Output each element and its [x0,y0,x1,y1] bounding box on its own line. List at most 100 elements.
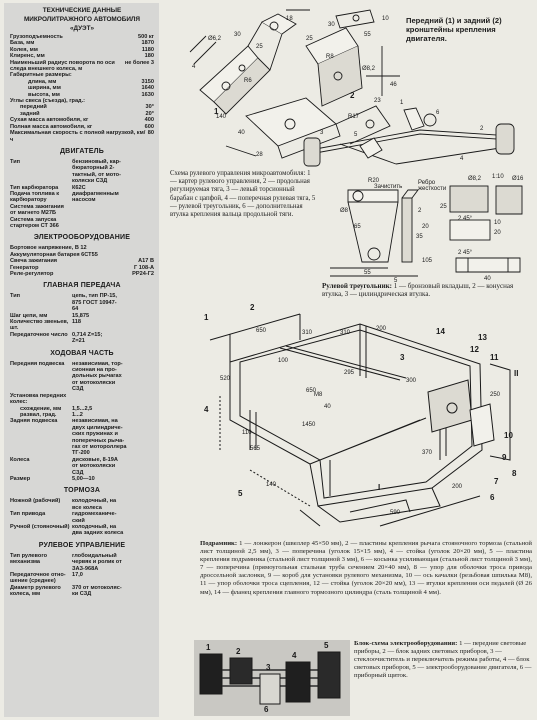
svg-text:Зачистить: Зачистить [374,184,402,190]
svg-text:650: 650 [256,328,267,334]
spec-value: 3150 [141,78,154,85]
spec-value: цепь, тип ПР-15, 875 ГОСТ 10947- 64 [72,293,117,313]
spec-value: 600 [144,123,154,130]
svg-text:200: 200 [376,326,387,332]
steering-scheme-caption: Схема рулевого управления микроавтомобил… [170,170,316,219]
spec-row: Количество звеньев, шт.118 [10,319,154,332]
svg-text:4: 4 [460,156,464,162]
svg-text:R6: R6 [244,78,252,84]
svg-text:5: 5 [354,132,358,138]
spec-key: Колея, мм [10,46,38,53]
svg-text:23: 23 [374,98,381,104]
svg-text:2 45°: 2 45° [458,216,473,222]
svg-text:300: 300 [406,378,417,384]
svg-text:30: 30 [234,32,241,38]
spec-value: 370 от мотоколяс- ки СЗД [72,584,122,598]
brackets-caption: Передний (1) и задний (2) кронштейны кре… [406,16,502,43]
electrical-caption-title: Блок-схема электрооборудования: [354,640,458,647]
spec-row: Габаритные размеры: [10,72,154,78]
svg-text:М8: М8 [314,392,323,398]
svg-text:10: 10 [382,16,389,22]
spec-key: высота, мм [28,91,60,98]
spec-row: Максимальная скорость с полной нагрузкой… [10,130,154,143]
spec-value: независимая, тор- сионная на про- дольны… [72,360,123,393]
spec-value: 5,00—10 [72,475,95,482]
spec-title-line3: «ДУЭТ» [69,25,95,32]
spec-key: Система зажигания от магнето М27Б [10,203,64,217]
section-title-chassis: ХОДОВАЯ ЧАСТЬ [50,349,114,357]
spec-key: Сухая масса автомобиля, кг [10,117,89,124]
section-title-steering: РУЛЕВОЕ УПРАВЛЕНИЕ [38,541,126,549]
svg-text:R17: R17 [348,114,360,120]
svg-text:35: 35 [416,234,423,240]
spec-key: Свеча зажигания [10,258,58,265]
spec-row: Система запуска стартером СТ 366 [10,217,154,230]
spec-value: 1640 [141,85,154,92]
svg-text:14: 14 [436,327,445,336]
svg-text:2 45°: 2 45° [458,250,473,256]
svg-text:140: 140 [266,482,277,488]
spec-title-line2: МИКРОЛИТРАЖНОГО АВТОМОБИЛЯ [23,16,140,23]
spec-value: 15,875 [72,312,90,319]
electrical-caption-body: 1 — передние световые приборы, 2 — блок … [354,640,532,680]
spec-row: Генератор Г 108-А [10,265,154,271]
svg-text:650: 650 [306,388,317,394]
svg-text:20: 20 [494,230,501,236]
spec-value: Г 108-А [134,264,154,271]
spec-row: Наименьший радиус поворота по оси следа … [10,60,154,73]
svg-text:1:10: 1:10 [492,174,504,180]
spec-key: Наименьший радиус поворота по оси следа … [10,59,115,73]
electrical-caption: Блок-схема электрооборудования: 1 — пере… [354,640,532,680]
spec-key: Габаритные размеры: [10,72,72,79]
spec-row: Углы свеса (съезда), град.: [10,98,154,104]
spec-value: колодочный, на все колеса [72,498,117,511]
spec-value: не более 3 [124,59,154,66]
spec-key: развал, град. [20,411,57,418]
svg-text:3: 3 [400,353,405,362]
svg-text:Ребро: Ребро [418,180,436,186]
spec-value: бензиновый, кар- бюраторный 2- тактный, … [72,158,121,185]
spec-value: 0,714 Z=15; Z=21 [72,331,103,345]
svg-text:100: 100 [278,358,289,364]
svg-text:10: 10 [494,220,501,226]
svg-text:4: 4 [292,651,297,660]
svg-text:140: 140 [216,114,227,120]
spec-value: диафрагменным насосом [72,190,119,204]
svg-text:310: 310 [302,330,313,336]
spec-value: колодочный, на два задних колеса [72,524,124,537]
svg-text:6: 6 [490,493,495,502]
spec-value: 1,5...2,5 [72,405,93,412]
spec-key: Генератор [10,264,39,271]
spec-key: схождение, мм [20,405,62,412]
svg-text:46: 46 [390,82,397,88]
svg-text:110: 110 [242,430,252,436]
svg-text:25: 25 [306,36,313,42]
spec-key: Тип рулевого механизма [10,552,48,566]
svg-text:18: 18 [286,16,293,22]
spec-value: 180 [144,53,154,60]
spec-row: Шаг цепи, мм 15,875 [10,313,154,319]
spec-key: Система запуска стартером СТ 366 [10,216,59,229]
spec-key: Задняя подвеска [10,418,58,425]
svg-text:250: 250 [490,392,501,398]
svg-text:565: 565 [250,446,261,452]
subframe-caption: Подрамник: 1 — лонжерон (швеллер 45×50 м… [200,540,532,597]
svg-text:I: I [378,483,380,492]
spec-key: Шаг цепи, мм [10,312,48,319]
svg-text:4: 4 [192,64,196,70]
spec-row: Ручной (стояночный)колодочный, на два за… [10,524,154,537]
svg-text:13: 13 [478,333,487,342]
svg-text:1: 1 [400,100,404,106]
svg-text:1: 1 [206,643,211,652]
